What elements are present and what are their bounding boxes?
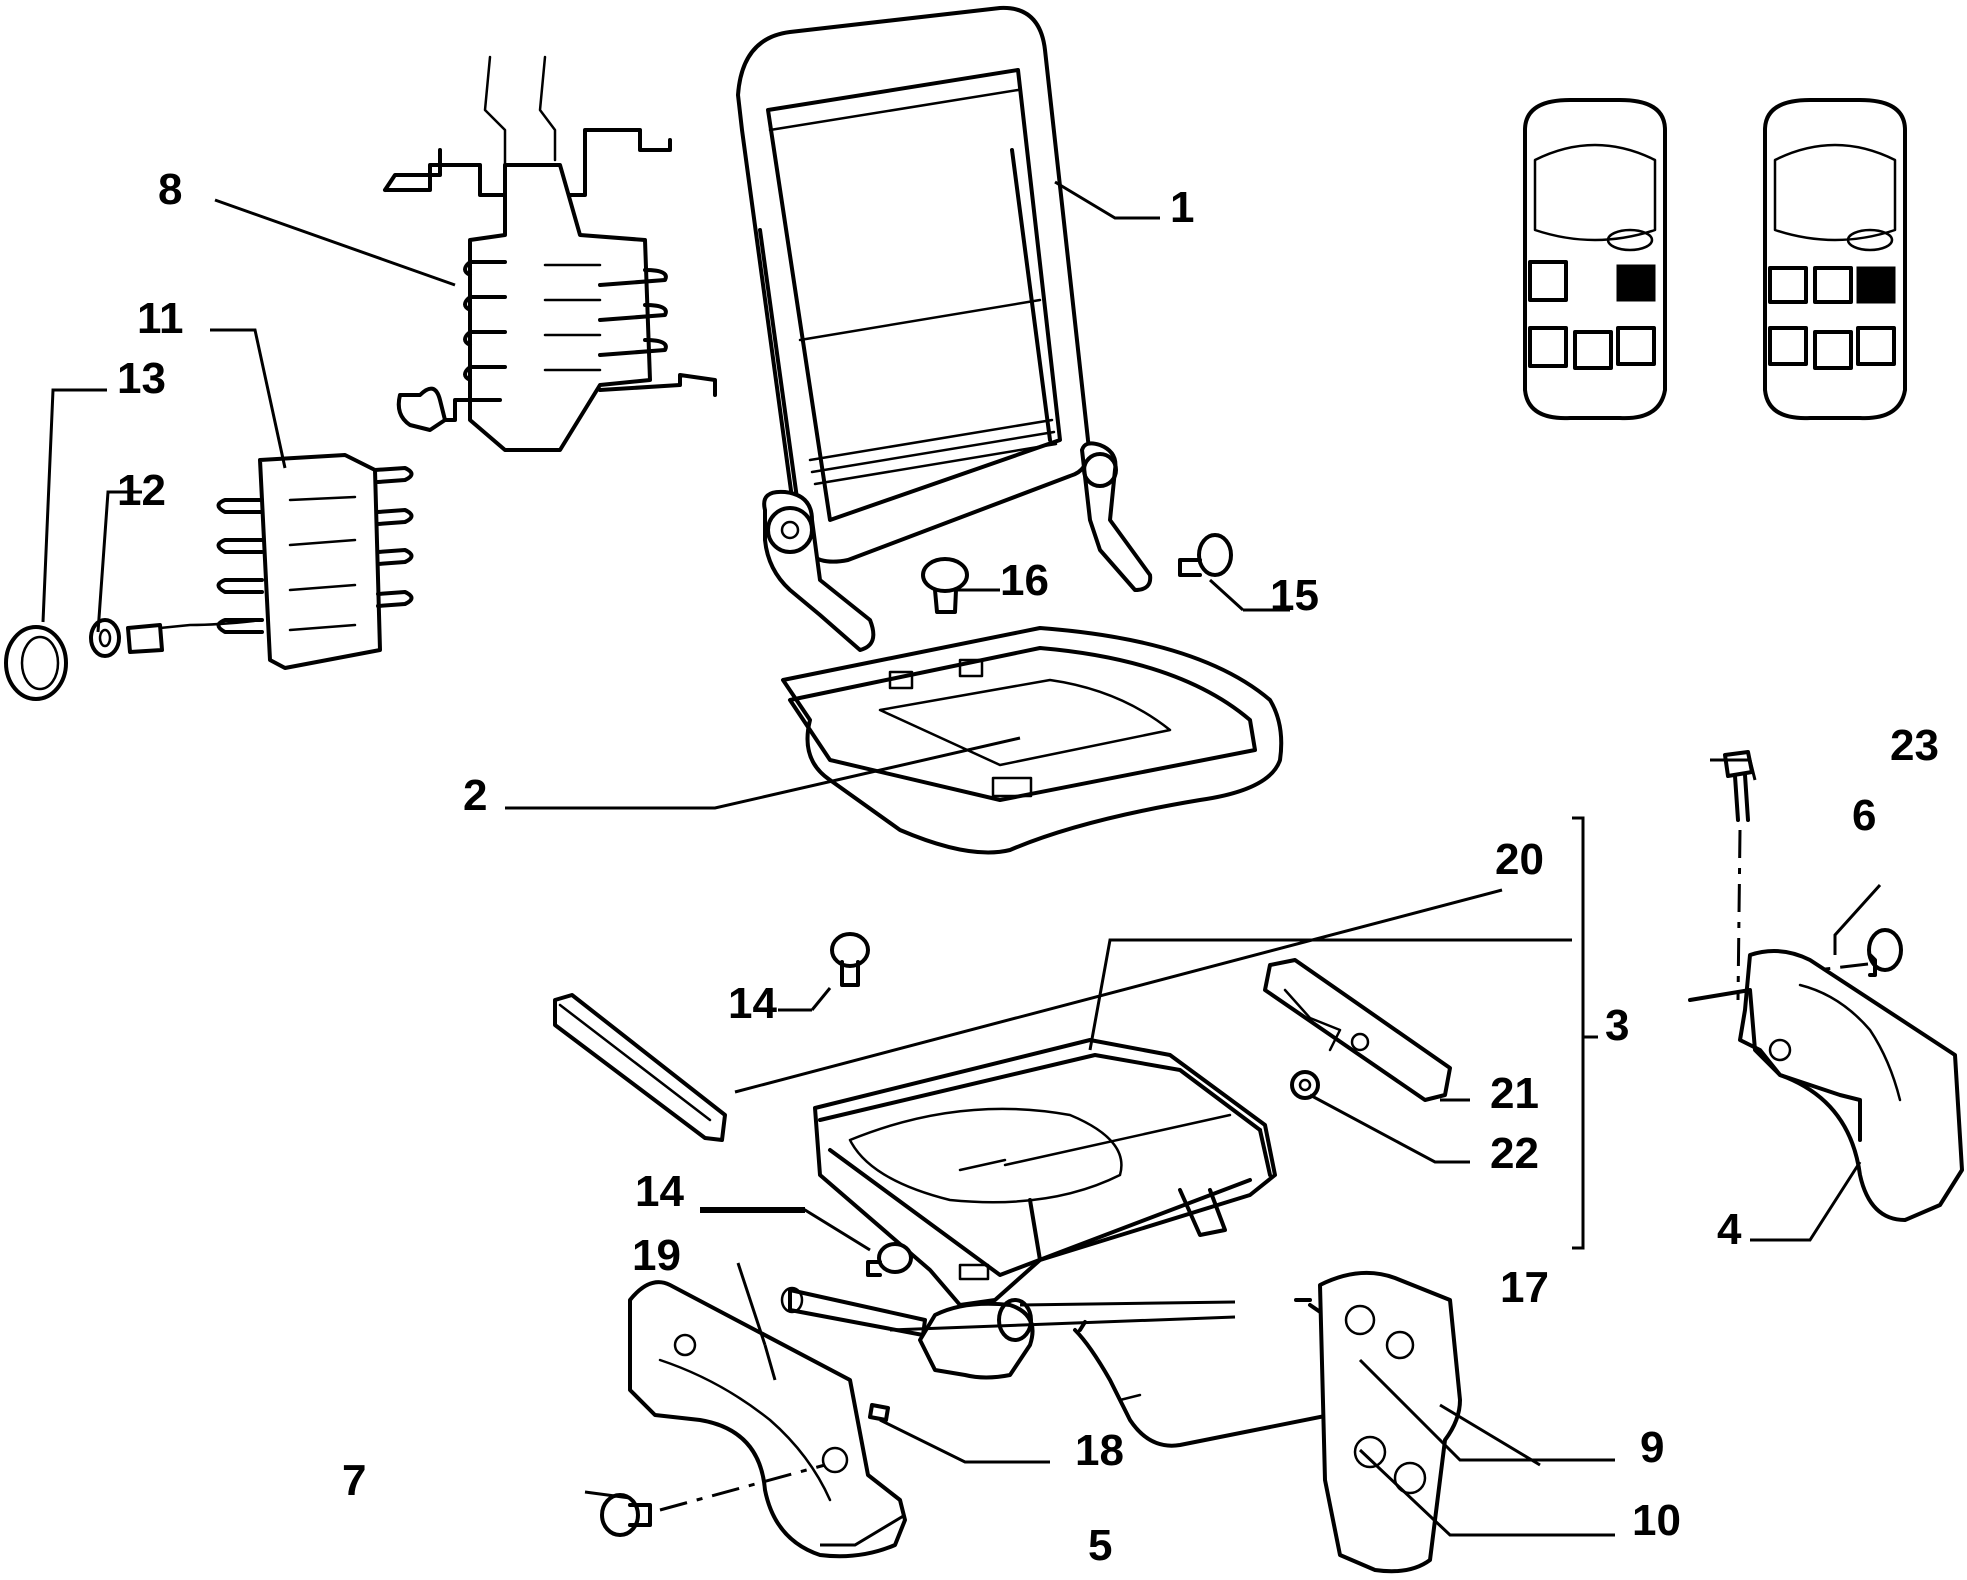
callout-21: 21 (1490, 1069, 1539, 1118)
part-15-pin (1178, 533, 1233, 577)
callout-14a: 14 (728, 979, 777, 1028)
part-20-slide-rail (553, 993, 727, 1142)
part-7-pin (600, 1493, 652, 1537)
part-14-lower-pin (866, 1242, 913, 1277)
part-16-pin (921, 557, 969, 614)
callout-20: 20 (1495, 835, 1544, 884)
seat-map-left (1523, 98, 1667, 421)
part-1-backrest-frame (736, 5, 1153, 652)
callout-11: 11 (137, 294, 184, 343)
part-18-small-pin (868, 1403, 890, 1422)
part-4-right-side-cover (1688, 949, 1964, 1222)
callout-2: 2 (463, 771, 487, 820)
part-5-left-side-cover (628, 1280, 907, 1559)
callout-13: 13 (117, 354, 166, 403)
seat-map-right (1763, 98, 1907, 421)
part-22-nut (1290, 1070, 1320, 1100)
part-13-lumbar-knob (4, 625, 68, 701)
part-10-control-panel (1318, 1270, 1462, 1574)
callout-8: 8 (158, 165, 182, 214)
callout-15: 15 (1270, 571, 1319, 620)
callout-23: 23 (1890, 721, 1939, 770)
callout-17: 17 (1500, 1263, 1549, 1312)
callout-3: 3 (1605, 1001, 1629, 1050)
callout-1: 1 (1170, 183, 1194, 232)
part-14-upper-pin (830, 932, 870, 987)
part-2-seat-pan (781, 626, 1284, 855)
part-17-motor (780, 1286, 1035, 1380)
callout-5: 5 (1088, 1521, 1112, 1570)
callout-22: 22 (1490, 1129, 1539, 1178)
part-12-washer (89, 618, 164, 658)
callout-14b: 14 (635, 1167, 684, 1216)
part-8-upper-lumbar-spring (383, 55, 717, 452)
part-23-axis-line (1736, 829, 1742, 1001)
callout-labels: 1 2 3 4 5 6 7 8 9 10 11 12 13 14 14 15 1… (117, 165, 1939, 1570)
callout-6: 6 (1852, 791, 1876, 840)
leader-lines (41, 180, 1882, 1547)
callout-16: 16 (1000, 556, 1049, 605)
callout-4: 4 (1717, 1205, 1742, 1254)
part-6-pin (1867, 928, 1903, 977)
callout-7: 7 (342, 1456, 366, 1505)
callout-9: 9 (1640, 1423, 1664, 1472)
callout-19: 19 (632, 1231, 681, 1280)
callout-18: 18 (1075, 1426, 1124, 1475)
part-11-lower-lumbar-spring (158, 453, 414, 670)
part-21-seat-switch (1263, 958, 1452, 1102)
part-23-bolt (1723, 750, 1754, 822)
callout-12: 12 (117, 466, 166, 515)
callout-10: 10 (1632, 1496, 1681, 1545)
